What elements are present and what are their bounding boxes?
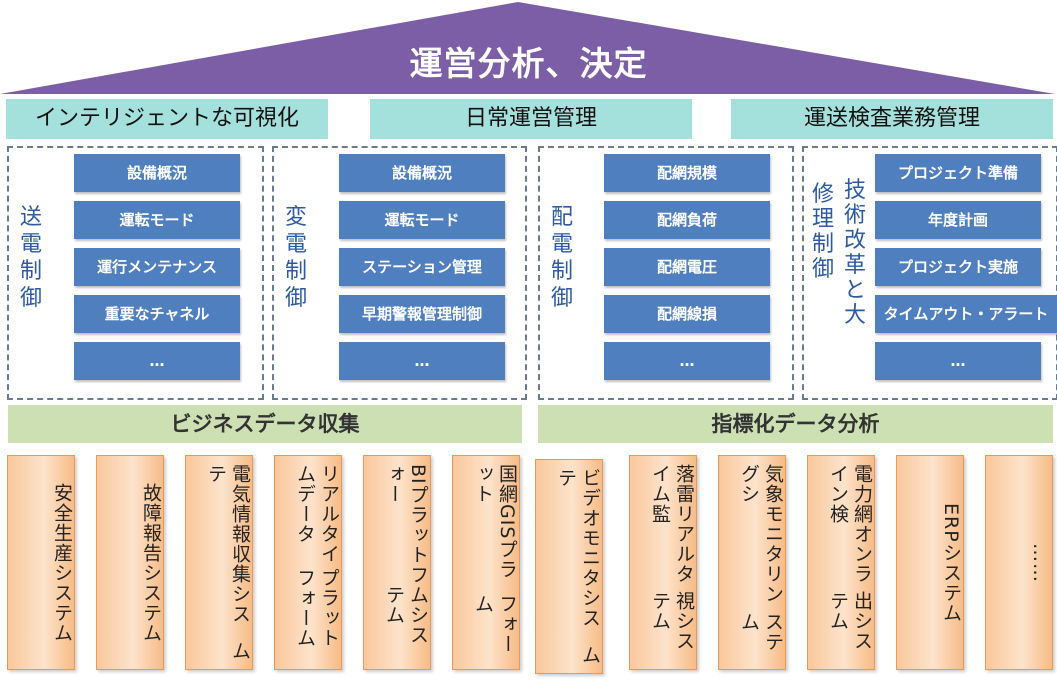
system-weather-monitor[interactable]: 気象モニタリングシステム: [718, 455, 786, 670]
panel-label-substation: 変電制御: [284, 205, 307, 311]
distribution-item-load[interactable]: 配網負荷: [604, 201, 770, 239]
system-erp[interactable]: ERPシステム: [896, 455, 964, 670]
distribution-item-more[interactable]: …: [604, 342, 770, 380]
panel-label-transmission: 送電制御: [19, 205, 42, 311]
overhaul-item-annual-plan[interactable]: 年度計画: [875, 201, 1041, 239]
system-bi-platform[interactable]: BIプラットフォームシステム: [363, 455, 431, 670]
substation-item-more[interactable]: …: [339, 342, 505, 380]
system-safety-production[interactable]: 安全生産システム: [7, 455, 75, 670]
distribution-item-lineloss[interactable]: 配網線損: [604, 295, 770, 333]
system-video-monitor[interactable]: ビデオモニタシステム: [535, 459, 603, 674]
overhaul-item-more[interactable]: …: [875, 342, 1041, 380]
roof-shape: [0, 2, 1055, 94]
transmission-item-mode[interactable]: 運転モード: [74, 201, 240, 239]
system-lightning-monitor[interactable]: 落雷リアルタイム監視システム: [629, 455, 697, 670]
roof-triangle: [0, 2, 1055, 94]
business-data-collection-bar: ビジネスデータ収集: [8, 405, 522, 443]
system-grid-online-detection[interactable]: 電力網オンライン検出システム: [807, 455, 875, 670]
system-realtime-data[interactable]: リアルタイムデータプラットフォーム: [274, 455, 342, 670]
category-inspection-management: 運送検査業務管理: [731, 99, 1053, 139]
transmission-item-channel[interactable]: 重要なチャネル: [74, 295, 240, 333]
distribution-item-voltage[interactable]: 配網電圧: [604, 248, 770, 286]
system-more[interactable]: ……: [985, 455, 1053, 670]
panel-label-overhaul-col1: 技術改革と大: [843, 178, 866, 328]
category-daily-operation: 日常運営管理: [370, 99, 692, 139]
system-fault-report[interactable]: 故障報告システム: [96, 455, 164, 670]
substation-item-station[interactable]: ステーション管理: [339, 248, 505, 286]
system-electricity-info[interactable]: 電気情報収集システム: [185, 455, 253, 670]
substation-item-warning[interactable]: 早期警報管理制御: [339, 295, 505, 333]
system-gis-platform[interactable]: 国網GISプラットフォーム: [452, 455, 520, 670]
panel-label-overhaul-col2: 修理制御: [811, 182, 834, 282]
substation-item-mode[interactable]: 運転モード: [339, 201, 505, 239]
roof-title: 運営分析、決定: [409, 44, 648, 83]
transmission-item-more[interactable]: …: [74, 342, 240, 380]
transmission-item-maintenance[interactable]: 運行メンテナンス: [74, 248, 240, 286]
substation-item-equipment[interactable]: 設備概況: [339, 154, 505, 192]
category-intelligent-visualization: インテリジェントな可視化: [6, 99, 328, 139]
overhaul-item-implementation[interactable]: プロジェクト実施: [875, 248, 1041, 286]
transmission-item-equipment[interactable]: 設備概況: [74, 154, 240, 192]
indicator-data-analysis-bar: 指標化データ分析: [538, 405, 1053, 443]
overhaul-item-timeout-alert[interactable]: タイムアウト・アラート: [875, 295, 1057, 333]
panel-label-distribution: 配電制御: [550, 205, 573, 311]
overhaul-item-preparation[interactable]: プロジェクト準備: [875, 154, 1041, 192]
distribution-item-scale[interactable]: 配網規模: [604, 154, 770, 192]
